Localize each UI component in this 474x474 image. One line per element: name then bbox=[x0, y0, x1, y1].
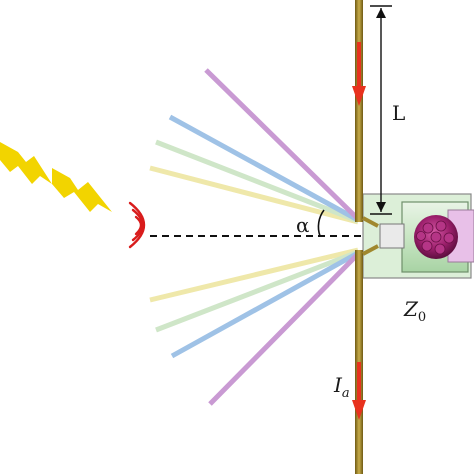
current-subscript: a bbox=[342, 386, 350, 401]
impedance-subscript: 0 bbox=[418, 310, 426, 325]
angle-label: α bbox=[296, 213, 310, 237]
incident-rays-lower bbox=[149, 247, 360, 406]
nanoparticle-load-icon bbox=[414, 215, 458, 259]
current-arrow-upper bbox=[352, 42, 366, 106]
current-arrow-lower bbox=[352, 362, 366, 420]
feed-elbow-lower bbox=[362, 244, 379, 256]
ray-purple bbox=[204, 68, 360, 221]
ray-purple bbox=[208, 252, 360, 406]
ray-green bbox=[155, 249, 359, 333]
impedance-label: Z0 bbox=[403, 297, 426, 325]
current-label: Ia bbox=[333, 373, 350, 401]
radio-wave-icon bbox=[128, 201, 146, 249]
ray-yellow bbox=[149, 247, 359, 303]
ray-blue bbox=[170, 250, 360, 359]
feed-elbow-upper bbox=[362, 216, 379, 228]
lightning-bolt-icon bbox=[0, 142, 52, 184]
length-dimension-arrow bbox=[370, 5, 392, 215]
antenna-upper-arm bbox=[355, 0, 363, 222]
lightning-bolt-icon bbox=[52, 168, 112, 212]
ray-blue bbox=[168, 114, 360, 223]
current-symbol: I bbox=[333, 373, 343, 397]
angle-arc bbox=[317, 209, 325, 237]
impedance-symbol: Z bbox=[403, 297, 419, 321]
incident-rays-upper bbox=[149, 68, 360, 225]
length-label: L bbox=[392, 101, 405, 125]
ray-yellow bbox=[149, 165, 359, 225]
ray-green bbox=[155, 139, 359, 224]
